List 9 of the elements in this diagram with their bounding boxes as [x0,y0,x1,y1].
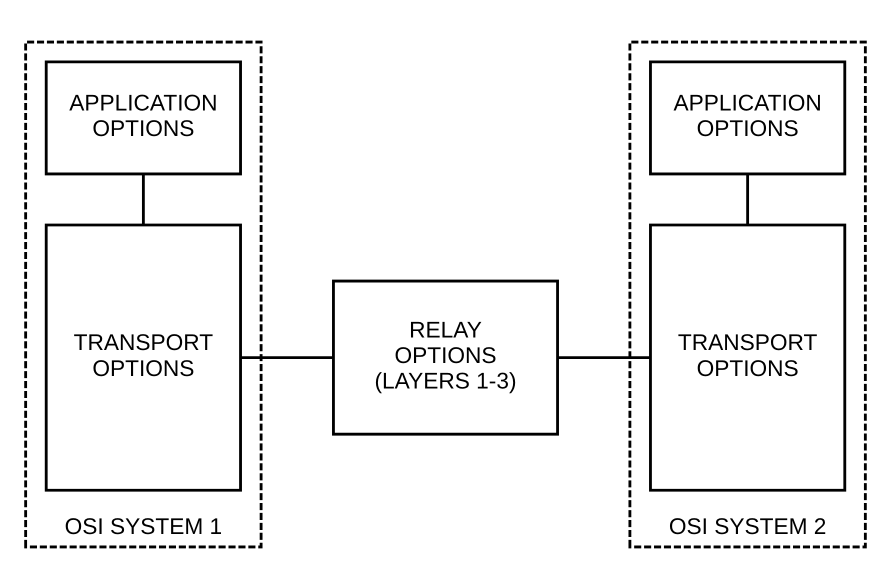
node-box: TRANSPORT OPTIONS [44,223,242,492]
node-box: RELAY OPTIONS (LAYERS 1-3) [332,279,559,436]
node-box: TRANSPORT OPTIONS [649,223,846,492]
connector [142,174,145,224]
node-box: APPLICATION OPTIONS [44,60,242,175]
connector [558,356,650,359]
connector [746,174,750,224]
connector [240,356,334,359]
node-box: APPLICATION OPTIONS [649,60,846,175]
